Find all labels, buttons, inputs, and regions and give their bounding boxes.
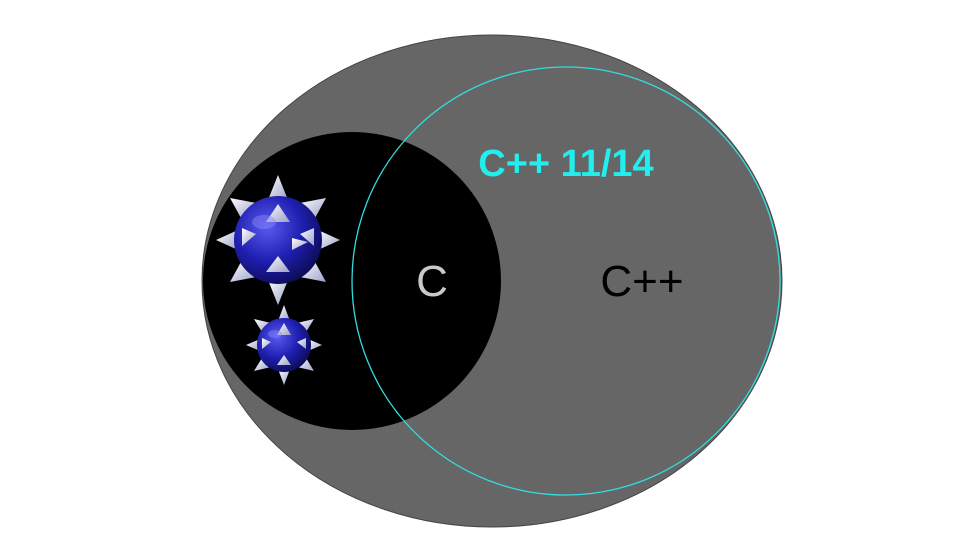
c-label: C: [416, 257, 448, 306]
cpp-modern-outline: [351, 66, 781, 496]
spiky-ball-icon: [246, 305, 322, 385]
cpp-label: C++: [600, 257, 683, 306]
spiky-ball-icon: [216, 175, 340, 305]
cpp-modern-label: C++ 11/14: [478, 143, 653, 185]
